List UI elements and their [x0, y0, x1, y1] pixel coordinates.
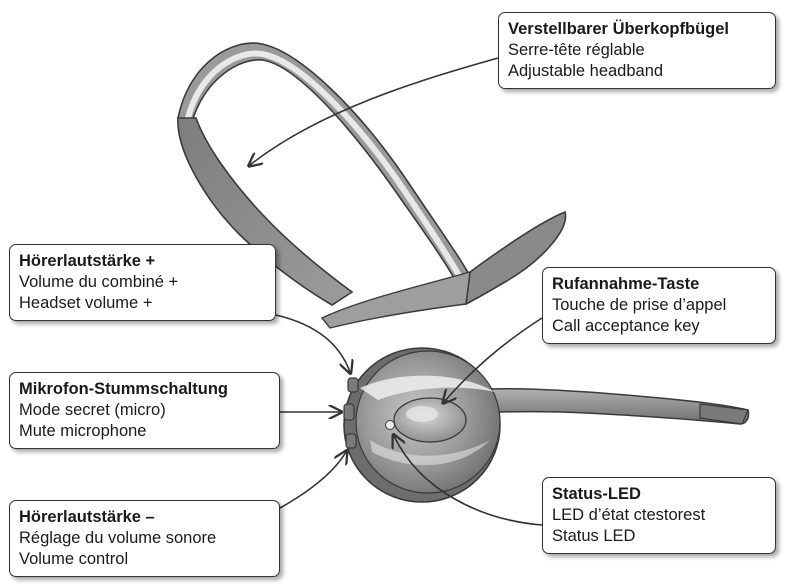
callout-english: Adjustable headband [508, 61, 766, 82]
status-led-light [386, 421, 395, 430]
callout-english: Status LED [552, 526, 766, 547]
callout-french: Volume du combiné + [19, 272, 266, 293]
callout-title: Rufannahme-Taste [552, 274, 766, 295]
callout-title: Verstellbarer Überkopfbügel [508, 19, 766, 40]
callout-mute: Mikrofon-Stummschaltung Mode secret (mic… [9, 372, 280, 449]
callout-call-key: Rufannahme-Taste Touche de prise d’appel… [542, 267, 776, 344]
callout-french: Réglage du volume sonore [19, 528, 270, 549]
callout-title: Mikrofon-Stummschaltung [19, 379, 270, 400]
arrow-volume-down [280, 452, 346, 508]
callout-french: Touche de prise d’appel [552, 295, 766, 316]
callout-status-led: Status-LED LED d’état ctestorest Status … [542, 477, 776, 554]
callout-volume-down: Hörerlautstärke – Réglage du volume sono… [9, 500, 280, 577]
volume-up-button [348, 378, 358, 392]
callout-french: LED d’état ctestorest [552, 505, 766, 526]
microphone-boom [470, 389, 749, 424]
callout-english: Volume control [19, 549, 270, 570]
mute-button [344, 404, 354, 420]
callout-english: Mute microphone [19, 421, 270, 442]
callout-french: Mode secret (micro) [19, 400, 270, 421]
callout-headband: Verstellbarer Überkopfbügel Serre-tête r… [498, 12, 776, 89]
callout-title: Hörerlautstärke – [19, 507, 270, 528]
callout-english: Call acceptance key [552, 316, 766, 337]
callout-english: Headset volume + [19, 293, 266, 314]
callout-title: Status-LED [552, 484, 766, 505]
volume-down-button [346, 434, 356, 448]
earcup [344, 348, 500, 502]
callout-title: Hörerlautstärke + [19, 251, 266, 272]
callout-french: Serre-tête réglable [508, 40, 766, 61]
callout-volume-up: Hörerlautstärke + Volume du combiné + He… [9, 244, 276, 321]
